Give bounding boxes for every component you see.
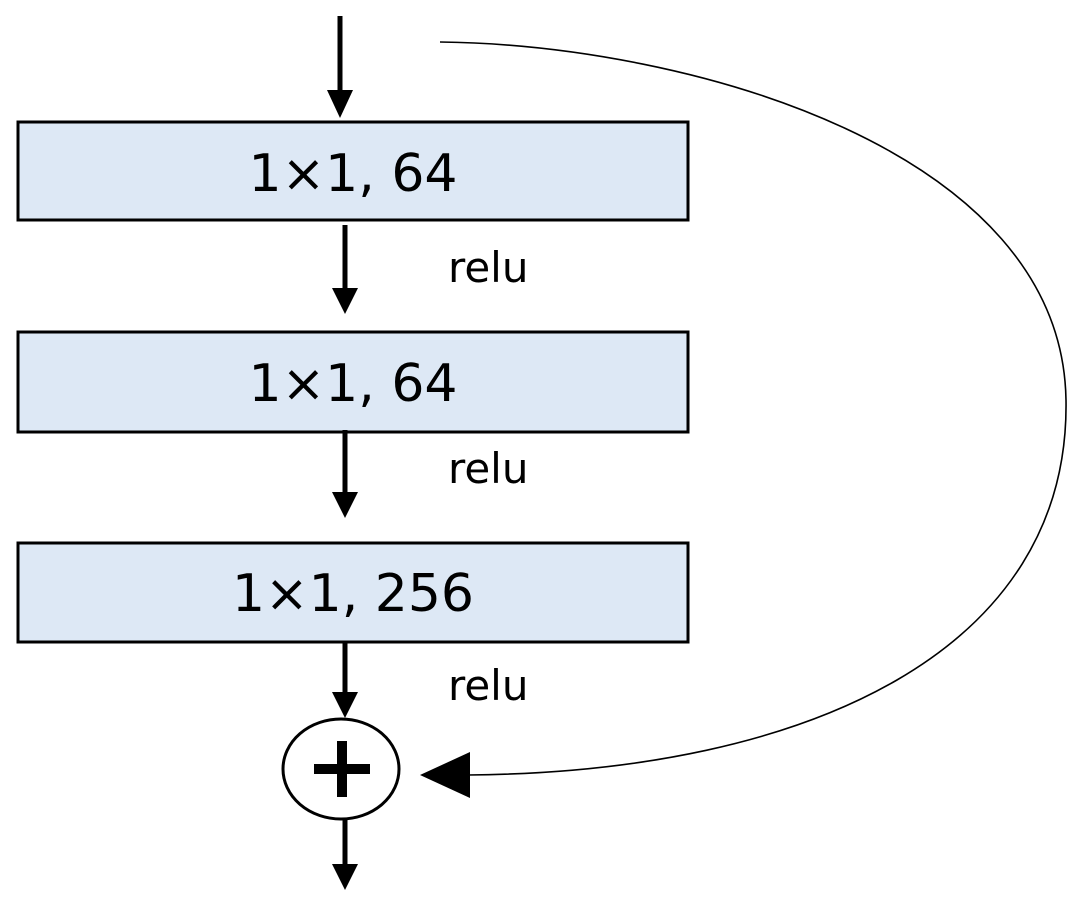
- conv-block-3: 1×1, 256: [16, 541, 690, 644]
- arrow-block1-to-block2: [332, 225, 358, 314]
- arrow-block2-to-block3: [332, 430, 358, 518]
- relu-label-1: relu: [448, 243, 528, 292]
- conv-block-1-label: 1×1, 64: [249, 144, 458, 204]
- skip-connection-arrowhead: [420, 752, 470, 798]
- arrow-block3-to-add: [332, 642, 358, 718]
- output-arrow: [332, 818, 358, 890]
- conv-block-2-label: 1×1, 64: [249, 354, 458, 414]
- skip-connection: [420, 41, 1067, 798]
- conv-block-2: 1×1, 64: [16, 330, 690, 434]
- add-node: [281, 717, 401, 821]
- conv-block-1: 1×1, 64: [16, 120, 690, 222]
- relu-label-2: relu: [448, 444, 528, 493]
- conv-block-3-label: 1×1, 256: [232, 564, 474, 624]
- relu-label-3: relu: [448, 661, 528, 710]
- plus-icon: [314, 741, 370, 797]
- input-arrow: [327, 16, 353, 118]
